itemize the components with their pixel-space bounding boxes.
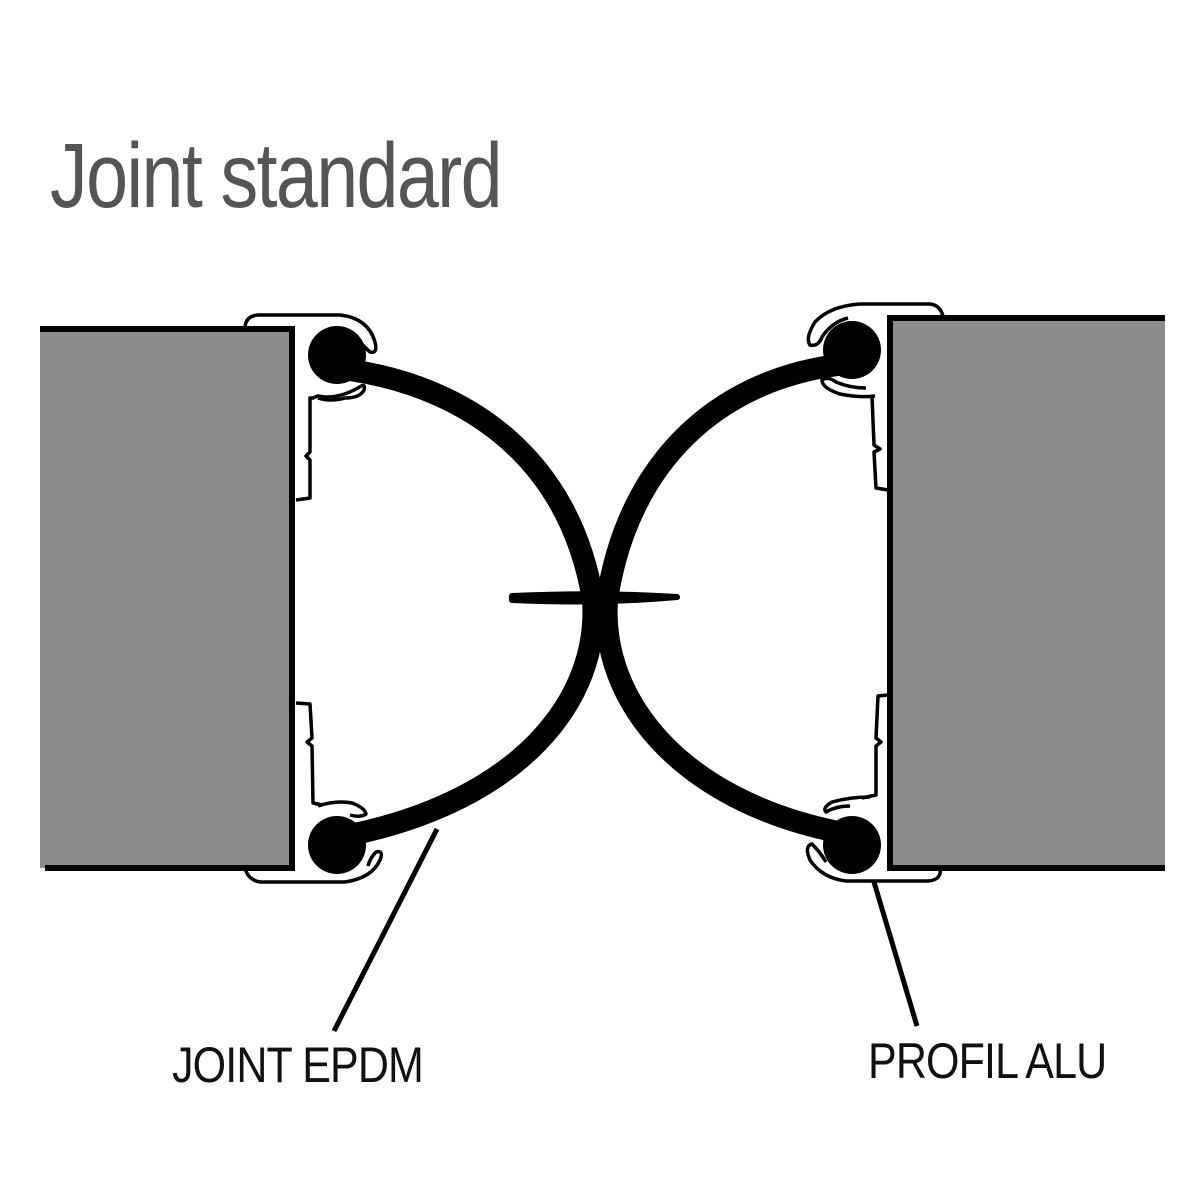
right-glass-panel bbox=[887, 315, 1165, 871]
joint-epdm-label: JOINT EPDM bbox=[172, 1037, 424, 1093]
profil-alu-label: PROFIL ALU bbox=[868, 1033, 1107, 1089]
profil-alu-leader-line bbox=[871, 881, 920, 1027]
right-aluminum-profile bbox=[805, 302, 945, 883]
left-glass-panel bbox=[40, 326, 295, 871]
seal-contact-fin bbox=[509, 591, 680, 605]
diagram-title: Joint standard bbox=[50, 125, 503, 227]
joint-epdm-leader-line bbox=[331, 827, 440, 1033]
left-aluminum-profile bbox=[243, 313, 384, 884]
